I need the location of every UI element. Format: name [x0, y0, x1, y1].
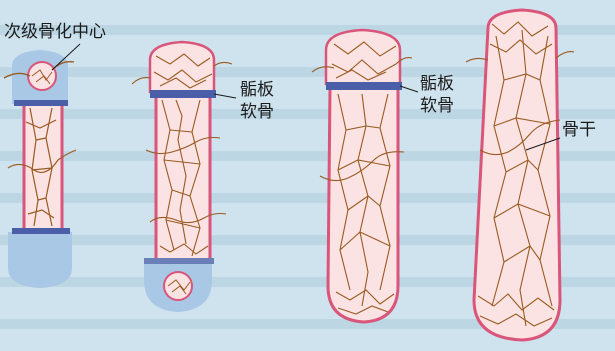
label-epiphyseal-plate-2-cartilage: 软骨: [420, 96, 454, 117]
bone2-bottom-band: [144, 258, 214, 264]
label-epiphyseal-plate-1-cartilage: 软骨: [240, 102, 274, 123]
secondary-ossification-center-2: [164, 272, 192, 300]
bone-stage-4: [466, 10, 574, 340]
label-secondary-ossification-center: 次级骨化中心: [4, 22, 106, 43]
bone2-top-epiphysis: [150, 42, 214, 92]
bone2-shaft: [156, 96, 210, 262]
bone-stage-3: [312, 30, 412, 322]
label-epiphyseal-plate-1: 骺板: [240, 80, 274, 101]
bone-stage-1: [4, 50, 76, 288]
bone3-top-plate: [326, 82, 402, 90]
label-diaphysis: 骨干: [562, 120, 596, 141]
label-epiphyseal-plate-2: 骺板: [420, 74, 454, 95]
bone1-top-plate: [14, 100, 68, 106]
bone3-top-epiphysis: [326, 30, 400, 84]
bone1-bottom-plate: [12, 228, 70, 234]
bone-stage-2: [132, 42, 232, 312]
leader-plate-2: [400, 86, 418, 92]
bone2-top-plate: [150, 90, 216, 98]
leader-plate-1: [214, 94, 236, 98]
bone3-shaft: [328, 88, 398, 322]
bone1-bottom-cartilage: [8, 232, 72, 288]
